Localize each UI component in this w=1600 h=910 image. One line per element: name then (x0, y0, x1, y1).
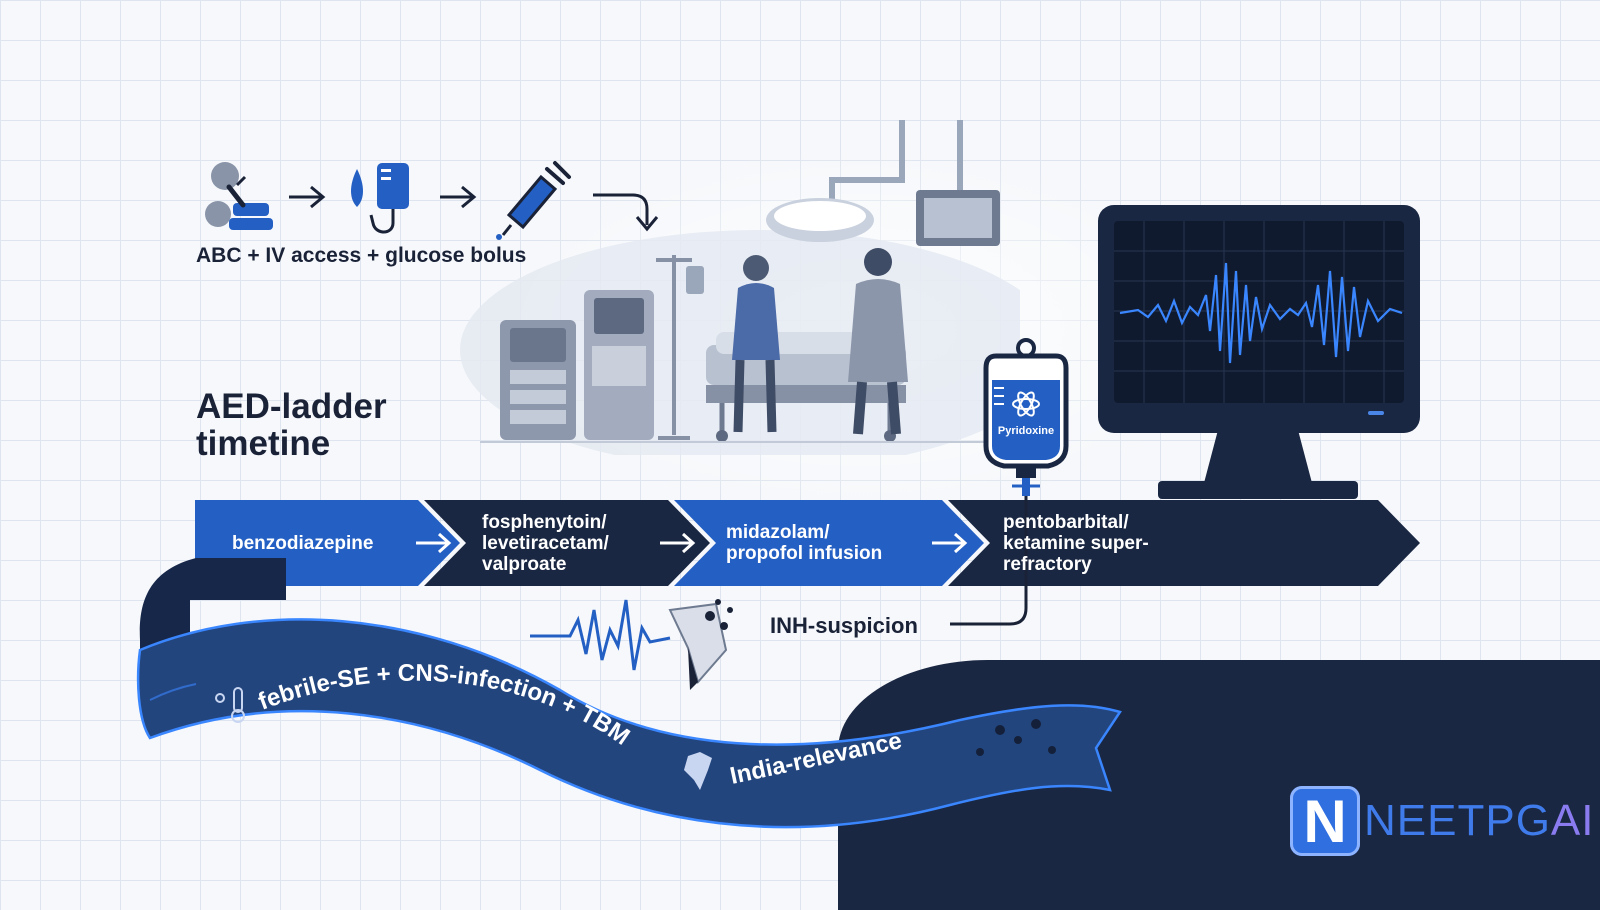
stage-third-line-1: midazolam/ (726, 522, 830, 543)
stage-benzodiazepine: benzodiazepine (232, 500, 373, 586)
turn-down-arrow-icon (593, 193, 659, 232)
inh-suspicion-icons (530, 599, 733, 690)
pyridoxine-label: Pyridoxine (998, 425, 1054, 437)
stage-super-refractory: pentobarbital/ ketamine super- refractor… (1003, 500, 1149, 586)
ceiling-monitor-icon (916, 120, 1000, 246)
arrow-right-icon (289, 185, 326, 209)
title-line-1: AED-ladder (196, 387, 387, 426)
stage-fourth-line-1: pentobarbital/ (1003, 511, 1129, 533)
icu-scene-illustration (460, 120, 1020, 455)
stage-second-line-2: levetiracetam/ (482, 532, 609, 554)
pyridoxine-iv-bag-icon: Pyridoxine (983, 338, 1069, 496)
syringe-icon (496, 161, 571, 240)
ribbon-dot-pattern (976, 719, 1056, 756)
initial-steps-caption: ABC + IV access + glucose bolus (196, 244, 527, 267)
inh-suspicion-label: INH-suspicion (770, 613, 918, 638)
medical-cart-icon (500, 290, 654, 440)
atom-icon (1012, 391, 1040, 417)
nurse-figure (732, 255, 780, 433)
eeg-waveform (1119, 262, 1403, 364)
brand-name: NEETPGAI (1364, 796, 1595, 846)
brand-n-badge: N (1290, 786, 1360, 856)
stage-refractory: midazolam/ propofol infusion (726, 500, 882, 586)
arrow-right-icon (932, 532, 968, 554)
arrow-right-icon (416, 532, 452, 554)
stage-fourth-line-3: refractory (1003, 553, 1092, 575)
stage-second-line-3: valproate (482, 553, 567, 575)
cpr-patient-icon (205, 162, 273, 230)
ribbon-body (136, 618, 1122, 829)
stage-third-chevron (674, 500, 984, 586)
stage-second-chevron (424, 500, 710, 586)
surgical-lamp-icon (766, 120, 905, 242)
arrow-right-icon (440, 185, 477, 209)
brand-name-ai: AI (1550, 796, 1595, 845)
stage-second-line: fosphenytoin/ levetiracetam/ valproate (482, 500, 609, 586)
stage-fourth-chevron (948, 500, 1420, 586)
iv-pole-icon (656, 255, 704, 440)
eeg-monitor (1098, 205, 1420, 499)
title-line-2: timetine (196, 424, 331, 463)
thermometer-icon (215, 687, 245, 723)
brand-name-main: NEETPG (1364, 796, 1551, 845)
stage-second-line-1: fosphenytoin/ (482, 511, 607, 533)
stage-benzo-line-1: benzodiazepine (232, 532, 374, 554)
stage-third-line-2: propofol infusion (726, 543, 883, 564)
brand-logo: N NEETPGAI (1290, 785, 1595, 857)
pill-paper-icon (668, 599, 733, 690)
aed-ladder-title: AED-ladder timetine (196, 388, 456, 462)
india-map-icon (684, 752, 712, 790)
inh-connector-line (950, 496, 1028, 626)
ecg-trace-icon (530, 599, 671, 671)
stage-fourth-line-2: ketamine super- (1003, 532, 1149, 554)
initial-steps-icons (205, 161, 659, 240)
doctor-figure (848, 248, 908, 435)
iv-bag-icon (351, 163, 409, 234)
arrow-right-icon (660, 532, 696, 554)
